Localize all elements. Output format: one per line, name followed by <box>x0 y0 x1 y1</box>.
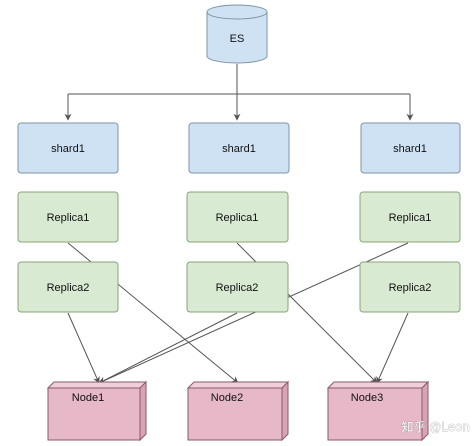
shard-box-1 <box>17 122 119 174</box>
replica2-label-2: Replica2 <box>216 282 259 294</box>
replica1-box-2 <box>186 191 289 243</box>
replica2-row: Replica2 Replica2 Replica2 <box>17 261 461 313</box>
node-box-2: Node2 <box>186 380 290 442</box>
shard-label-1: shard1 <box>51 143 85 155</box>
database-icon <box>206 12 268 64</box>
replica1-box-3 <box>359 191 461 243</box>
node-label-1: Node1 <box>72 392 104 404</box>
shard-label-2: shard1 <box>222 143 256 155</box>
es-to-shard-edges <box>64 64 414 121</box>
edge-replica2-a-to-node1 <box>67 312 100 384</box>
replica2-box-1 <box>17 261 119 313</box>
replica2-label-3: Replica2 <box>389 282 432 294</box>
replica1-label-3: Replica1 <box>389 212 432 224</box>
node-row: Node1 Node2 Node3 <box>46 380 430 442</box>
replica2-label-1: Replica2 <box>47 282 90 294</box>
replica1-label-1: Replica1 <box>47 212 90 224</box>
database-icon-top <box>206 4 268 20</box>
edge-replica1-c-to-node1 <box>98 242 409 384</box>
replica1-label-2: Replica1 <box>216 212 259 224</box>
node-label-3: Node3 <box>351 392 383 404</box>
shard-row: shard1 shard1 shard1 <box>17 122 461 174</box>
node-label-2: Node2 <box>211 392 243 404</box>
replica1-row: Replica1 Replica1 Replica1 <box>17 191 461 243</box>
node-box-1: Node1 <box>46 380 148 442</box>
node-box-3: Node3 <box>326 380 430 442</box>
watermark: 知乎 @Leon <box>401 420 470 434</box>
edge-replica2-b-to-node1 <box>98 312 238 384</box>
es-label: ES <box>230 33 245 45</box>
replica1-box-1 <box>17 191 119 243</box>
replica2-box-3 <box>359 261 461 313</box>
shard-box-3 <box>360 122 461 174</box>
es-database: ES <box>206 4 268 64</box>
shard-label-3: shard1 <box>393 143 427 155</box>
replica2-box-2 <box>186 261 289 313</box>
edge-replica2-c-to-node3 <box>376 312 409 384</box>
shard-box-2 <box>188 122 290 174</box>
